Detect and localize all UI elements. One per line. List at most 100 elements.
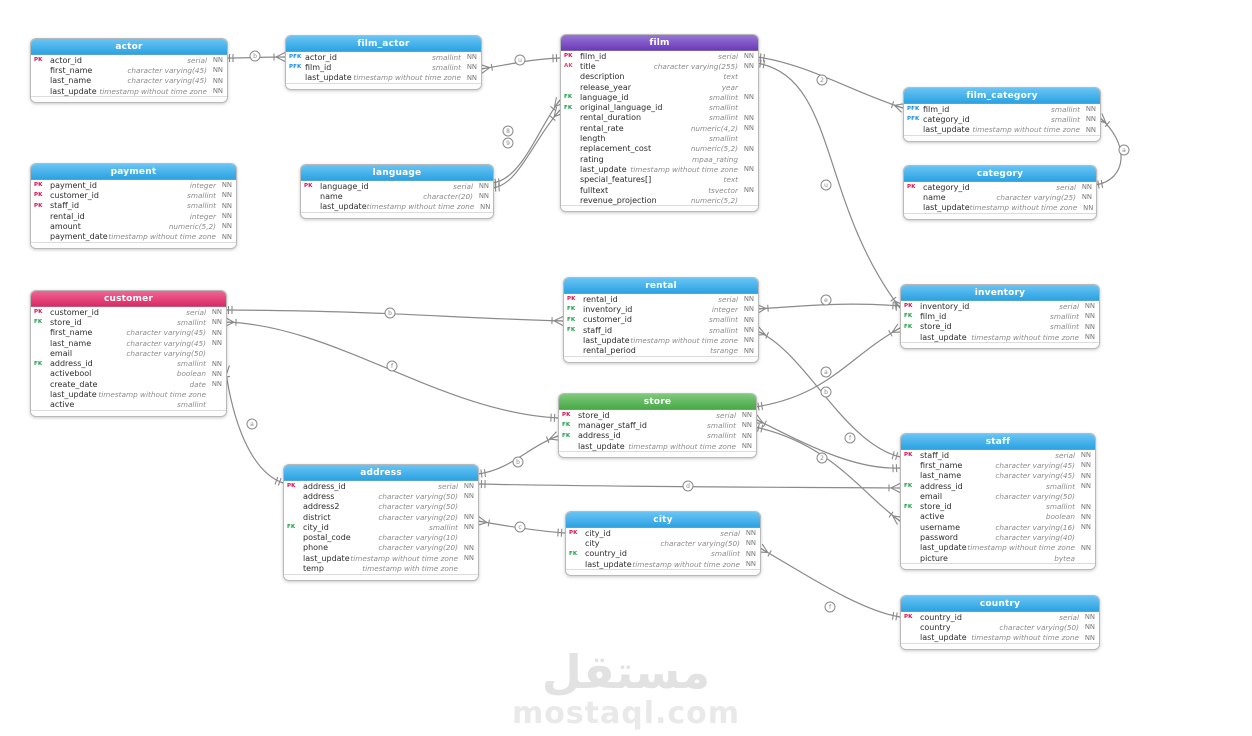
column-type: character varying(45) bbox=[127, 76, 207, 86]
column-type: smallint bbox=[177, 400, 206, 410]
table-header-actor[interactable]: actor bbox=[31, 39, 227, 55]
table-header-language[interactable]: language bbox=[301, 165, 493, 181]
relationship-point-label: c bbox=[518, 524, 521, 531]
table-header-inventory[interactable]: inventory bbox=[901, 285, 1099, 301]
table-footer bbox=[901, 342, 1099, 349]
not-null-flag: NN bbox=[1085, 105, 1096, 114]
key-flag: PK bbox=[34, 57, 43, 64]
relationship-point-label: f bbox=[829, 604, 832, 611]
key-flag: FK bbox=[564, 94, 573, 101]
column-type: character varying(45) bbox=[126, 328, 206, 338]
watermark-domain: mostaql.com bbox=[511, 696, 741, 732]
column-type: boolean bbox=[176, 369, 206, 379]
column-name: revenue_projection bbox=[580, 195, 657, 205]
column-name: description bbox=[580, 72, 625, 82]
table-header-customer[interactable]: customer bbox=[31, 291, 226, 307]
column-name: picture bbox=[920, 553, 948, 563]
column-type: smallint bbox=[709, 325, 738, 335]
table-header-store[interactable]: store bbox=[559, 394, 756, 410]
table-header-film_actor[interactable]: film_actor bbox=[286, 36, 481, 52]
column-name: username bbox=[920, 522, 960, 532]
column-type: serial bbox=[438, 481, 458, 491]
column-name: last_update bbox=[920, 332, 967, 342]
column-name: country bbox=[920, 622, 951, 632]
key-flag: PFK bbox=[289, 64, 302, 71]
relationship-point-label: b bbox=[388, 310, 392, 317]
table-header-staff[interactable]: staff bbox=[901, 434, 1095, 450]
not-null-flag: NN bbox=[221, 222, 232, 231]
not-null-flag: NN bbox=[1083, 203, 1094, 212]
table-header-country[interactable]: country bbox=[901, 596, 1099, 612]
column-type: integer bbox=[189, 180, 216, 190]
column-type: timestamp without time zone bbox=[972, 125, 1080, 135]
column-type: smallint bbox=[709, 92, 738, 102]
not-null-flag: NN bbox=[1084, 302, 1095, 311]
not-null-flag: NN bbox=[212, 66, 223, 75]
column-row-special_features[]: special_features[]text bbox=[561, 175, 758, 185]
relationship-point-label: 9 bbox=[506, 140, 510, 147]
column-type: smallint bbox=[711, 549, 740, 559]
key-flag: FK bbox=[34, 319, 43, 326]
table-header-rental[interactable]: rental bbox=[564, 278, 758, 294]
column-name: first_name bbox=[920, 460, 963, 470]
column-type: character varying(50) bbox=[126, 348, 206, 358]
rel-language-film-original_language_id bbox=[491, 106, 564, 192]
not-null-flag: NN bbox=[741, 442, 752, 451]
column-name: release_year bbox=[580, 82, 632, 92]
table-header-film[interactable]: film bbox=[561, 35, 758, 51]
key-flag: FK bbox=[904, 483, 913, 490]
table-header-city[interactable]: city bbox=[566, 512, 760, 528]
relationship-point bbox=[682, 480, 694, 492]
column-name: last_update bbox=[305, 73, 352, 83]
column-name: staff_id bbox=[583, 325, 613, 335]
column-name: password bbox=[920, 533, 958, 543]
not-null-flag: NN bbox=[221, 181, 232, 190]
column-name: city bbox=[585, 538, 600, 548]
table-header-payment[interactable]: payment bbox=[31, 164, 236, 180]
column-type: serial bbox=[187, 55, 207, 65]
column-name: temp bbox=[303, 564, 324, 574]
column-type: smallint bbox=[432, 52, 461, 62]
column-type: smallint bbox=[709, 134, 738, 144]
column-name: film_id bbox=[305, 62, 332, 72]
key-flag: FK bbox=[569, 550, 578, 557]
relationship-point bbox=[514, 521, 526, 533]
watermark: مستقل mostaql.com bbox=[0, 648, 1252, 732]
column-name: phone bbox=[303, 543, 329, 553]
not-null-flag: NN bbox=[743, 186, 754, 194]
table-header-address[interactable]: address bbox=[284, 465, 478, 481]
table-header-category[interactable]: category bbox=[904, 166, 1096, 182]
table-header-film_category[interactable]: film_category bbox=[904, 88, 1100, 104]
table-title: rental bbox=[645, 280, 677, 291]
column-name: staff_id bbox=[50, 201, 80, 211]
